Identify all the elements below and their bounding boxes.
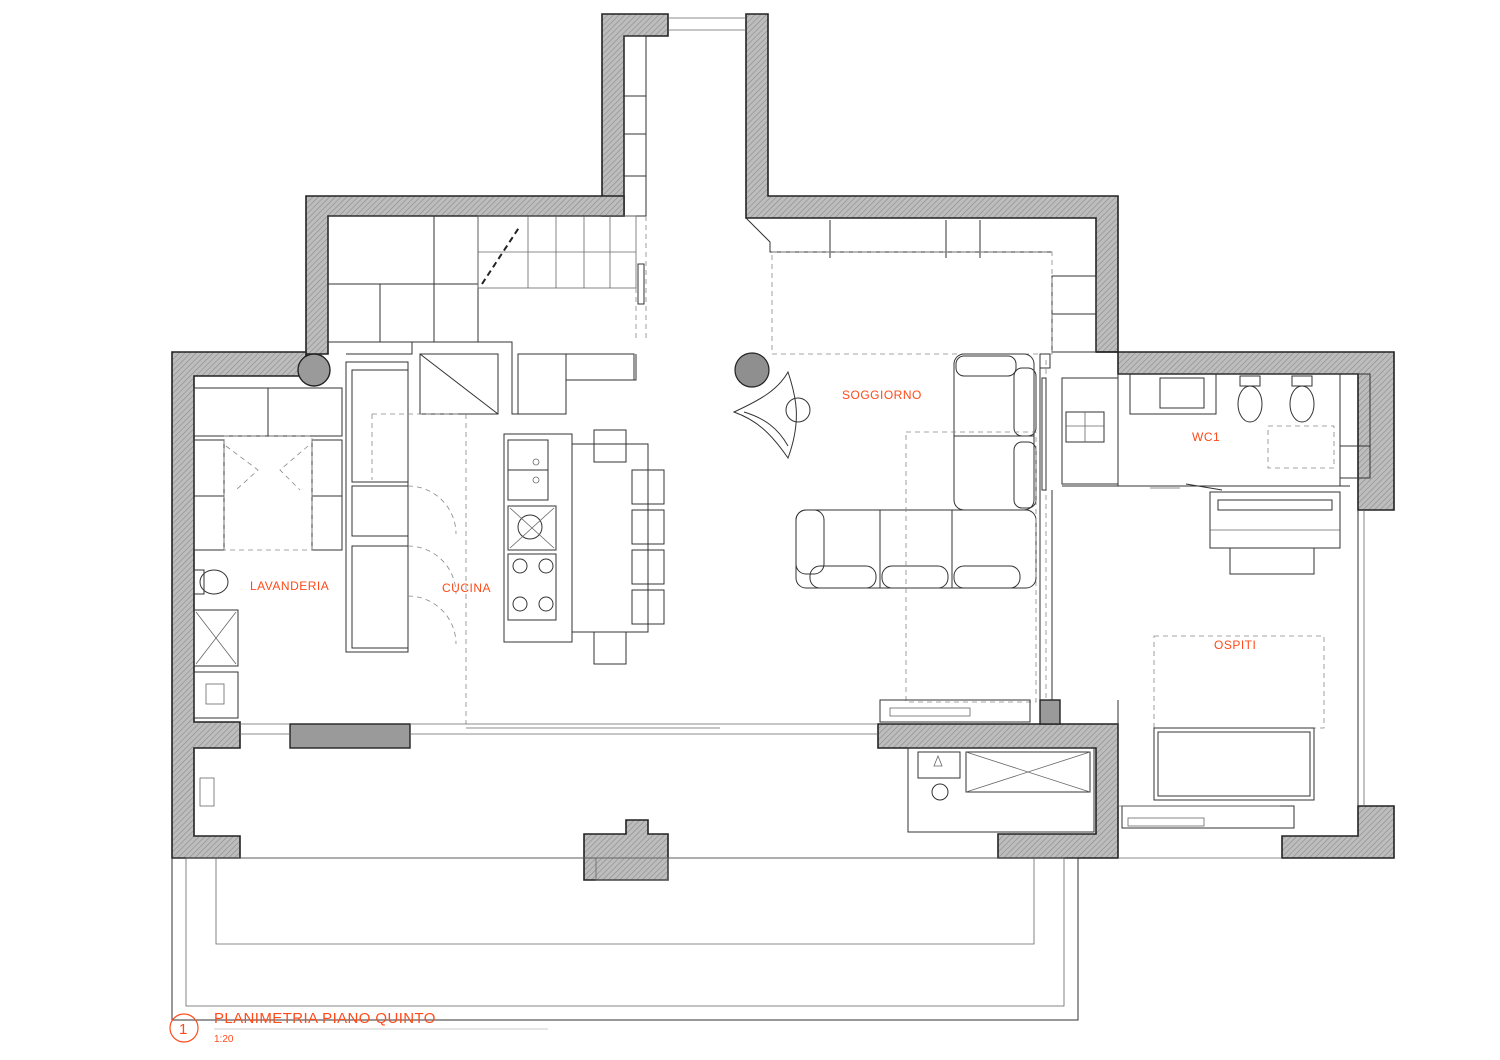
drawing-number: 1 (179, 1021, 188, 1038)
drawing-scale: 1:20 (214, 1034, 234, 1045)
walls (171, 13, 1395, 881)
room-label-soggiorno: SOGGIORNO (842, 388, 922, 402)
room-label-ospiti: OSPITI (1214, 638, 1256, 652)
drawing-title: PLANIMETRIA PIANO QUINTO (214, 1010, 436, 1027)
drawing-number-circle (169, 1013, 199, 1043)
room-label-lavanderia: LAVANDERIA (250, 579, 329, 593)
room-label-wc1: WC1 (1192, 430, 1220, 444)
title-block: 1 PLANIMETRIA PIANO QUINTO 1:20 (169, 1010, 548, 1045)
room-label-cucina: CUCINA (442, 581, 491, 595)
interior-lines (171, 17, 1371, 1021)
